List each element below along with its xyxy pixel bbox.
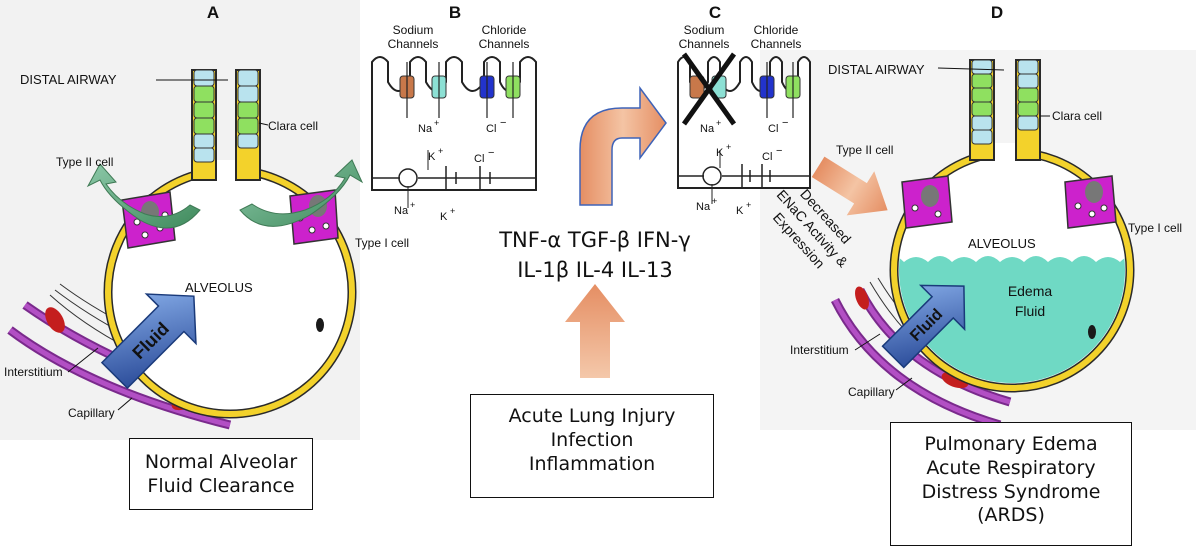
k-charge: + [438, 146, 443, 156]
blocked-x-icon [681, 52, 737, 126]
box-line: Normal Alveolar [144, 451, 298, 473]
na-k-pump [702, 166, 722, 186]
k-label-bottom: K [440, 211, 448, 223]
peach-up-arrow [565, 284, 625, 378]
distal-airway-left [969, 59, 995, 161]
peach-diagonal-arrow [811, 156, 888, 216]
alveolus-label: ALVEOLUS [968, 236, 1036, 251]
box-line: Distress Syndrome [921, 480, 1101, 503]
distal-airway-label: DISTAL AIRWAY [20, 72, 117, 87]
na-label-bottom: Na [696, 201, 711, 213]
cl-charge: − [782, 117, 788, 129]
interstitium-label: Interstitium [790, 343, 849, 357]
panel-d-letter: D [991, 3, 1003, 22]
chloride-channels-label: Channels [751, 37, 802, 51]
box-line: Acute Lung Injury [508, 405, 676, 427]
cl-charge: − [776, 145, 782, 157]
panel-c-letter: C [709, 3, 721, 22]
type-ii-cell-left [901, 175, 953, 229]
clara-cell-label: Clara cell [268, 119, 318, 133]
cl-label: Cl [486, 123, 496, 135]
chloride-channels-label: Chloride [754, 23, 799, 37]
cytokine-line: IL-1β IL-4 IL-13 [517, 258, 673, 283]
type-ii-cell-label: Type II cell [836, 143, 893, 157]
distal-airway-label: DISTAL AIRWAY [828, 62, 925, 77]
cl-label-bottom: Cl [762, 151, 772, 163]
edema-fluid-label: Fluid [1015, 303, 1045, 319]
cl-charge: − [488, 147, 494, 159]
type-ii-cell-label: Type II cell [56, 155, 113, 169]
box-line: (ARDS) [977, 504, 1045, 527]
type-i-cell-nucleus [1088, 325, 1096, 339]
interstitium-label: Interstitium [4, 365, 63, 379]
na-k-pump [398, 168, 418, 188]
k-label-top: K [428, 151, 436, 163]
type-i-cell-label: Type I cell [355, 236, 409, 250]
na-label: Na [418, 123, 433, 135]
box-line: Pulmonary Edema [924, 433, 1098, 455]
chloride-channels-label: Chloride [482, 23, 527, 37]
cytokine-list: TNF-α TGF-β IFN-γ IL-1β IL-4 IL-13 [480, 225, 710, 286]
na-charge: + [434, 118, 439, 128]
edema-fluid-label: Edema [1008, 283, 1053, 299]
na-charge: + [716, 118, 721, 128]
distal-airway-right [235, 69, 261, 181]
ards-box: Pulmonary Edema Acute Respiratory Distre… [890, 422, 1132, 546]
sodium-channels-label: Channels [679, 37, 730, 51]
box-line: Inflammation [528, 452, 656, 475]
green-arrow-right [239, 159, 364, 227]
panel-a-letter: A [207, 3, 219, 22]
acute-lung-injury-box: Acute Lung Injury Infection Inflammation [470, 394, 714, 498]
type-ii-cell-right [1064, 175, 1117, 229]
clara-cell-label: Clara cell [1052, 109, 1102, 123]
red-blood-cell [45, 307, 65, 333]
normal-clearance-box: Normal Alveolar Fluid Clearance [129, 438, 313, 510]
na-label-bottom: Na [394, 205, 409, 217]
peach-bent-arrow [579, 85, 667, 206]
na-charge: + [410, 200, 415, 210]
cl-charge: − [500, 117, 506, 129]
red-blood-cell [855, 286, 869, 310]
sodium-channels-label: Channels [388, 37, 439, 51]
box-line: Acute Respiratory [926, 456, 1096, 479]
panel-b-letter: B [449, 3, 461, 22]
capillary-label: Capillary [848, 385, 895, 399]
type-i-cell-nucleus [316, 318, 324, 332]
na-label: Na [700, 123, 715, 135]
type-i-cell-label: Type I cell [1128, 221, 1182, 235]
k-label-bottom: K [736, 205, 744, 217]
alveolus-label: ALVEOLUS [185, 280, 253, 295]
k-charge: + [450, 206, 455, 216]
chloride-channels-label: Channels [479, 37, 530, 51]
cytokine-line: TNF-α TGF-β IFN-γ [499, 228, 691, 252]
k-label-top: K [716, 147, 724, 159]
k-charge: + [726, 142, 731, 152]
sodium-channels-label: Sodium [393, 23, 434, 37]
box-line: Infection [550, 428, 634, 451]
panel-d: D [790, 3, 1182, 430]
distal-airway-right [1015, 59, 1041, 161]
box-line: Fluid Clearance [147, 474, 295, 497]
panel-b: B Sodium Channels Chloride Channels Na +… [371, 3, 537, 223]
cl-label: Cl [768, 123, 778, 135]
k-charge: + [746, 200, 751, 210]
distal-airway-left [191, 69, 217, 181]
capillary-label: Capillary [68, 406, 115, 420]
green-arrow-left [86, 163, 201, 229]
cl-label-bottom: Cl [474, 153, 484, 165]
sodium-channels-label: Sodium [684, 23, 725, 37]
panel-a: A [4, 3, 409, 430]
na-charge: + [712, 196, 717, 206]
